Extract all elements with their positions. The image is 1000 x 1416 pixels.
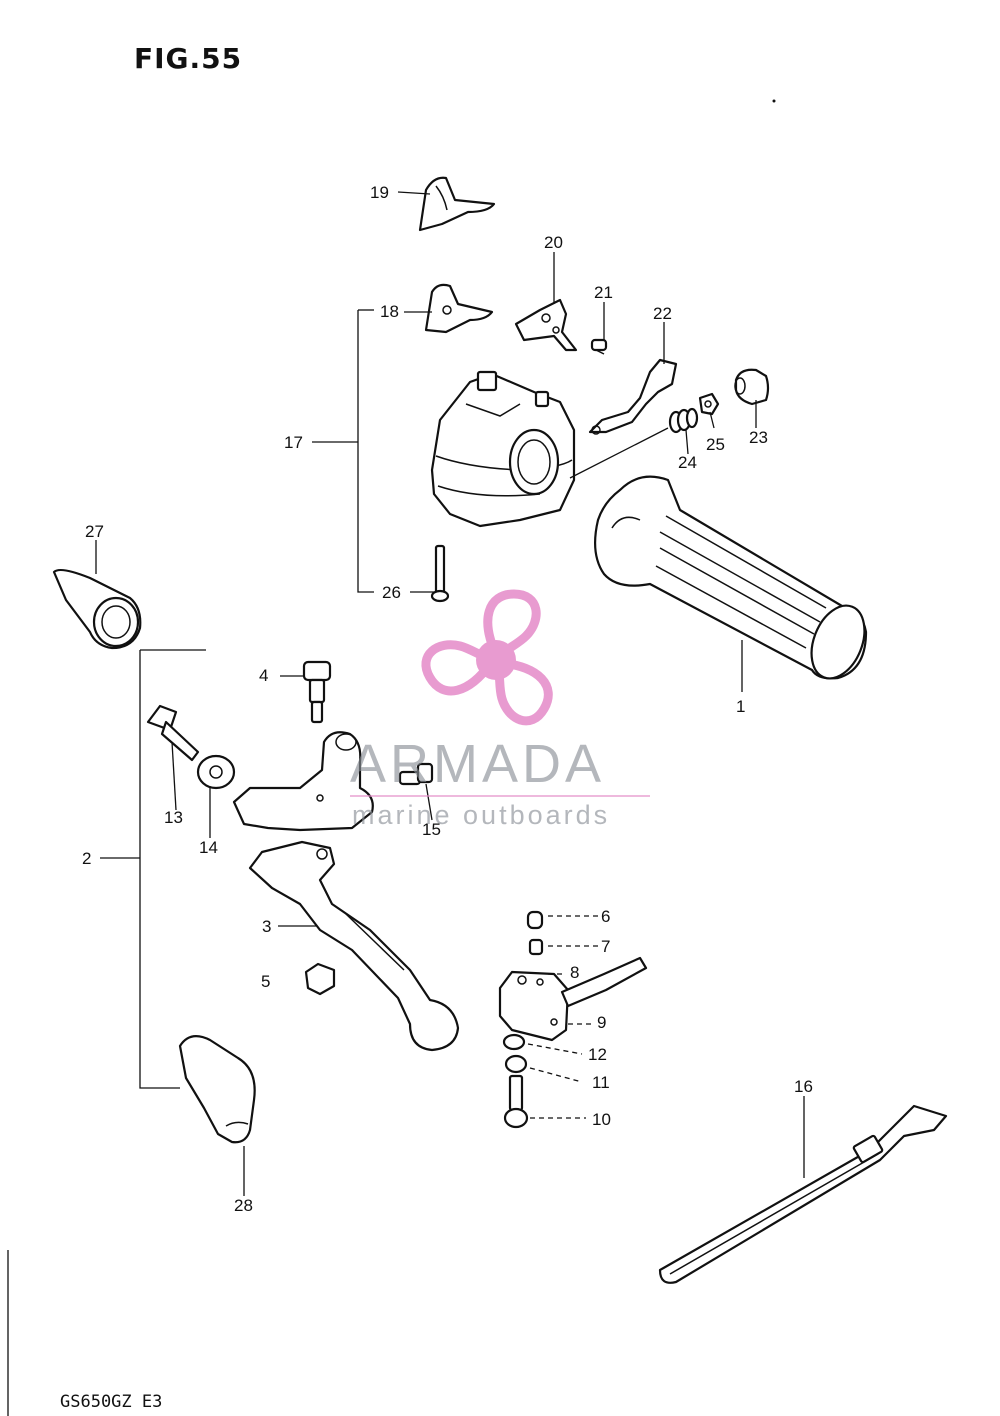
leader-lines bbox=[7, 191, 805, 1416]
callout-24: 24 bbox=[678, 453, 697, 472]
model-code: GS650GZ E3 bbox=[60, 1392, 162, 1412]
part-24-drawing bbox=[668, 407, 699, 434]
callout-21: 21 bbox=[594, 283, 613, 302]
callout-20: 20 bbox=[544, 233, 563, 252]
callout-5: 5 bbox=[261, 972, 270, 991]
part-4-drawing bbox=[302, 660, 332, 724]
part-12-drawing bbox=[502, 1033, 526, 1051]
callout-3: 3 bbox=[262, 917, 271, 936]
part-2-bracket-drawing bbox=[232, 731, 374, 832]
part-7-drawing bbox=[528, 938, 544, 956]
callout-8: 8 bbox=[570, 963, 579, 982]
part-3-drawing bbox=[248, 840, 460, 1052]
part-21-drawing bbox=[590, 338, 608, 355]
propeller-logo bbox=[421, 589, 553, 726]
part-5-drawing bbox=[304, 962, 336, 996]
speck bbox=[772, 99, 776, 103]
part-14-drawing bbox=[196, 754, 236, 790]
callout-9: 9 bbox=[597, 1013, 606, 1032]
part-1-drawing bbox=[593, 475, 868, 680]
callout-26: 26 bbox=[382, 583, 401, 602]
part-18-drawing bbox=[424, 283, 494, 334]
part-9-drawing bbox=[498, 956, 648, 1042]
callout-13: 13 bbox=[164, 808, 183, 827]
part-10-drawing bbox=[503, 1074, 529, 1129]
callout-10: 10 bbox=[592, 1110, 611, 1129]
callout-16: 16 bbox=[794, 1077, 813, 1096]
part-11-drawing bbox=[504, 1054, 528, 1074]
watermark-tagline: marine outboards bbox=[352, 800, 610, 830]
callout-18: 18 bbox=[380, 302, 399, 321]
callout-2: 2 bbox=[82, 849, 91, 868]
part-25-drawing bbox=[698, 392, 720, 416]
figure-title: FIG.55 bbox=[134, 42, 242, 75]
part-26-drawing bbox=[430, 544, 450, 603]
callout-17: 17 bbox=[284, 433, 303, 452]
callout-27: 27 bbox=[85, 522, 104, 541]
callout-11: 11 bbox=[592, 1073, 610, 1092]
callout-4: 4 bbox=[259, 666, 268, 685]
callout-1: 1 bbox=[736, 697, 745, 716]
part-17-drawing bbox=[430, 370, 576, 528]
part-20-drawing bbox=[514, 298, 578, 352]
callout-22: 22 bbox=[653, 304, 672, 323]
part-28-drawing bbox=[178, 1035, 256, 1144]
callout-23: 23 bbox=[749, 428, 768, 447]
callout-14: 14 bbox=[199, 838, 218, 857]
watermark: ARMADA marine outboards bbox=[350, 589, 650, 830]
part-16-drawing bbox=[658, 1104, 948, 1284]
callout-19: 19 bbox=[370, 183, 389, 202]
part-19-drawing bbox=[418, 176, 496, 232]
callout-labels: 1 2 3 4 5 6 7 8 9 10 11 12 13 14 15 16 1… bbox=[82, 183, 813, 1215]
part-23-drawing bbox=[734, 368, 770, 406]
callout-12: 12 bbox=[588, 1045, 607, 1064]
part-22-drawing bbox=[588, 358, 678, 435]
part-6-drawing bbox=[526, 910, 544, 930]
assembly-line bbox=[569, 427, 669, 479]
callout-28: 28 bbox=[234, 1196, 253, 1215]
callout-15: 15 bbox=[422, 820, 441, 839]
callout-25: 25 bbox=[706, 435, 725, 454]
part-13-drawing bbox=[146, 704, 200, 762]
watermark-brand: ARMADA bbox=[350, 734, 605, 794]
part-27-drawing bbox=[52, 568, 142, 650]
part-15-drawing bbox=[398, 762, 434, 786]
callout-7: 7 bbox=[601, 937, 610, 956]
callout-6: 6 bbox=[601, 907, 610, 926]
